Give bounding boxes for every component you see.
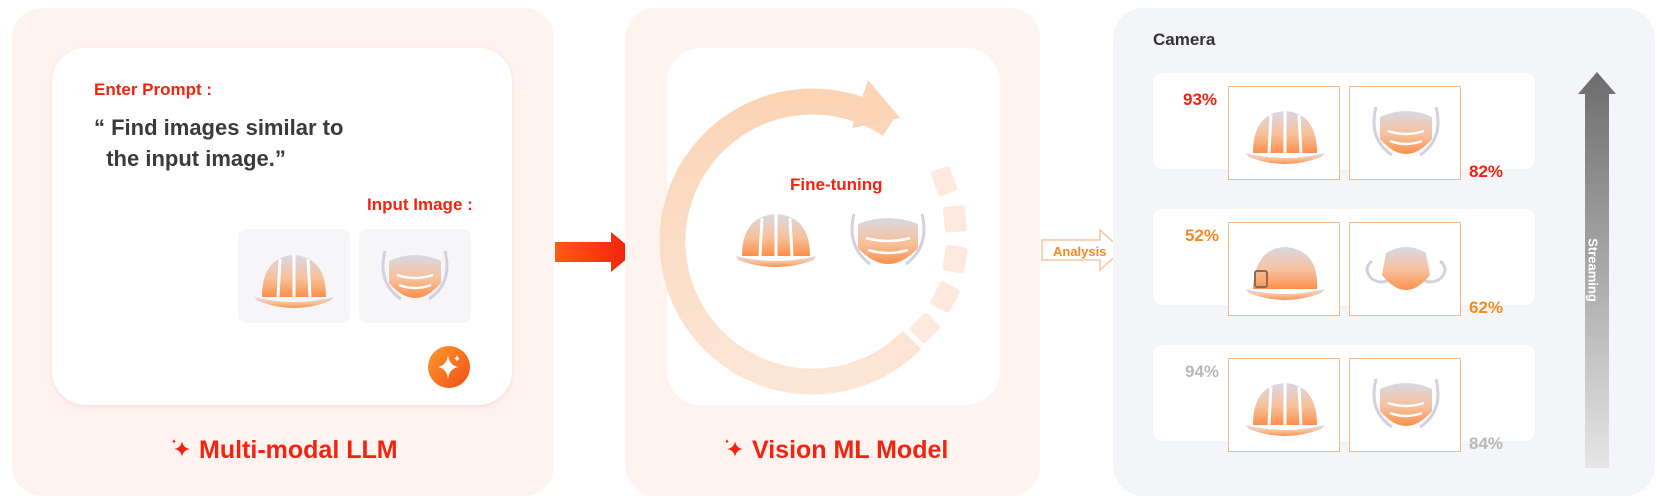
helmet-icon [1245, 383, 1325, 436]
sparkle-button[interactable] [428, 346, 470, 388]
right-confidence: 62% [1469, 298, 1504, 317]
right-confidence: 84% [1469, 434, 1504, 453]
prompt-card [52, 48, 512, 405]
analysis-label: Analysis [1053, 244, 1107, 259]
mask-icon [1365, 247, 1447, 290]
arrow-up-icon [1578, 72, 1616, 468]
mask-icon [1372, 106, 1440, 157]
input-thumb-helmet[interactable] [238, 229, 350, 323]
helmet-icon [1245, 111, 1325, 164]
mask-icon [1372, 378, 1440, 429]
detection-box-helmet[interactable] [1228, 358, 1340, 452]
detection-box-mask[interactable] [1349, 86, 1461, 180]
camera-row[interactable] [1153, 73, 1535, 169]
detection-box-mask[interactable] [1349, 358, 1461, 452]
sparkle-icon [438, 355, 460, 379]
llm-title: Multi-modal LLM [199, 436, 398, 464]
camera-title: Camera [1153, 30, 1216, 49]
prompt-text[interactable]: “ Find images similar to the input image… [94, 115, 344, 171]
left-confidence: 94% [1185, 362, 1220, 381]
detection-box-mask[interactable] [1349, 222, 1461, 316]
helmet-icon [1245, 247, 1325, 300]
mask-icon [850, 213, 926, 266]
prompt-label: Enter Prompt : [94, 80, 213, 99]
camera-row[interactable] [1153, 209, 1535, 305]
input-image-label: Input Image : [367, 195, 473, 214]
detection-box-helmet[interactable] [1228, 86, 1340, 180]
streaming-label: Streaming [1585, 238, 1601, 302]
input-thumb-mask[interactable] [359, 229, 471, 323]
sparkle-icon [172, 439, 190, 457]
fine-tuning-label: Fine-tuning [790, 175, 883, 194]
helmet-icon [254, 255, 334, 308]
left-confidence: 52% [1185, 226, 1220, 245]
arrow-right-icon [555, 232, 635, 272]
camera-row[interactable] [1153, 345, 1535, 441]
helmet-icon [736, 214, 816, 267]
right-confidence: 82% [1469, 162, 1504, 181]
left-confidence: 93% [1183, 90, 1218, 109]
arrow-right-icon [1041, 228, 1124, 272]
sparkle-icon [725, 439, 743, 457]
detection-box-helmet[interactable] [1228, 222, 1340, 316]
vision-title: Vision ML Model [752, 436, 949, 464]
circular-arrow-icon [659, 80, 968, 395]
mask-icon [381, 250, 449, 301]
